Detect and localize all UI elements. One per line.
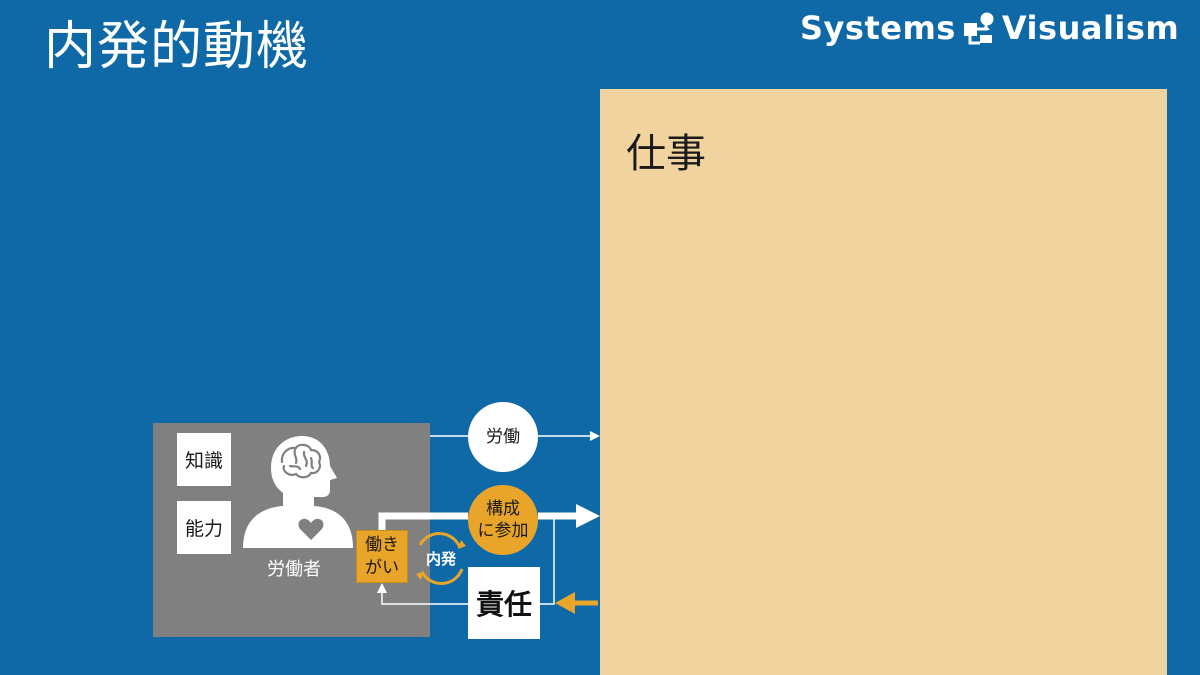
motivation-box: 働き がい — [356, 530, 408, 583]
participation-label-line1: 構成 — [486, 499, 520, 519]
motivation-label-line2: がい — [365, 557, 399, 578]
ability-box: 能力 — [177, 501, 231, 554]
slide-title: 内発的動機 — [44, 17, 310, 77]
knowledge-box: 知識 — [177, 433, 231, 486]
brand-word-systems: Systems — [800, 9, 956, 47]
participation-arrowhead — [576, 504, 600, 528]
responsibility-box: 責任 — [468, 567, 540, 639]
responsibility-arrow — [555, 592, 598, 614]
ability-label: 能力 — [184, 518, 223, 540]
work-area: 仕事 — [600, 89, 1167, 675]
labor-label: 労働 — [486, 427, 520, 447]
worker-label: 労働者 — [267, 559, 321, 580]
intrinsic-loop-label: 内発 — [425, 550, 456, 568]
responsibility-label: 責任 — [475, 588, 532, 621]
participation-label-line2: に参加 — [477, 521, 529, 541]
brand-word-visualism: Visualism — [1001, 9, 1180, 47]
brand-mark-icon — [963, 12, 994, 45]
work-area-label: 仕事 — [626, 131, 706, 177]
participation-node: 構成 に参加 — [468, 485, 538, 555]
knowledge-label: 知識 — [184, 450, 223, 472]
labor-node: 労働 — [468, 402, 538, 472]
brand-logo: Systems Visualism — [800, 8, 1179, 48]
motivation-label-line1: 働き — [365, 534, 399, 555]
